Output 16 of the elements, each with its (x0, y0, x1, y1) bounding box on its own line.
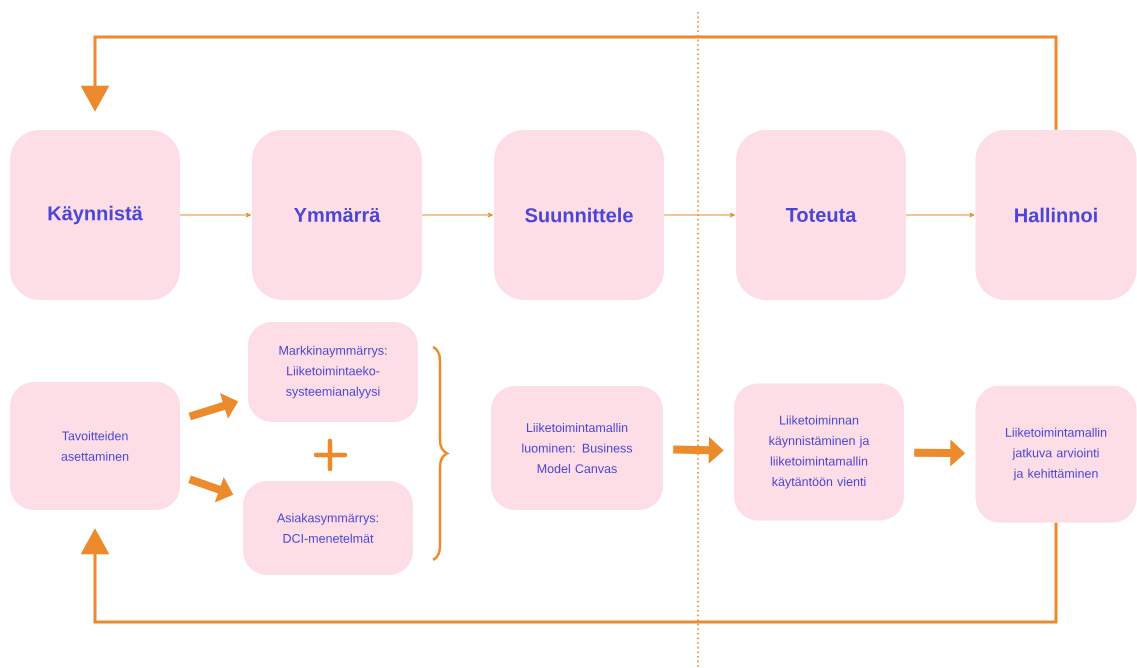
step-box: Tavoitteiden asettaminen (10, 382, 180, 510)
step-box: Liiketoiminnan käynnistäminen ja liiketoimintamallin käytäntöön vienti (734, 383, 904, 521)
phase-box: Hallinnoi (975, 130, 1137, 300)
loop-arrow (80, 522, 1058, 624)
step-box: Liiketoimintamallin jatkuva arviointi ja kehittäminen (975, 385, 1137, 523)
phase-box: Suunnittele (494, 130, 664, 300)
arrow (179, 212, 252, 218)
phase-box: Ymmärrä (252, 130, 422, 300)
step-box: Liiketoimintamallin luominen: Business Model Canvas (491, 386, 663, 510)
step-box: Asiakasymmärrys: DCI-menetelmät (243, 481, 413, 575)
arrow (663, 212, 736, 218)
arrow (905, 212, 975, 218)
step-box: Markkinaymmärrys: Liiketoimintaeko- systeemianalyysi (248, 322, 418, 422)
phase-box: Käynnistä (10, 130, 180, 300)
phase-box: Toteuta (736, 130, 906, 300)
arrow (421, 212, 494, 218)
